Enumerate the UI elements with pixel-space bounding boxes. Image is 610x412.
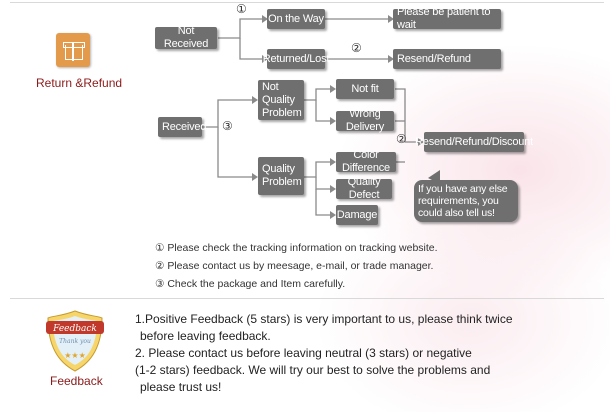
resend-refund-box: Resend/Refund [393,49,501,69]
gift-box-icon [56,33,90,67]
wrong-delivery-box: Wrong Delivery [336,108,394,133]
feedback-line-4: (1-2 stars) feedback. We will try our be… [135,363,491,377]
note-1: ① Please check the tracking information … [155,242,438,254]
received-box: Received [158,117,206,137]
step-number-3: ③ [222,119,233,133]
star-icons: ★★★ [64,351,86,360]
not-fit-box: Not fit [336,79,394,99]
badge-text: Feedback [52,324,97,334]
feedback-title: Feedback [50,374,103,388]
damage-box: Damage [336,205,378,225]
note-2: ② Please contact us by meesage, e-mail, … [155,260,434,272]
feedback-line-2: before leaving feedback. [140,329,271,343]
quality-defect-box: Quality Defect [336,176,392,201]
not-quality-problem-box: Not Quality Problem [258,80,304,120]
patient-box: Please be patient to wait [393,6,501,31]
requirements-bubble: If you have any else requirements, you c… [414,180,518,222]
on-the-way-box: On the Way [267,9,325,29]
returned-lost-box: Returned/Lost [263,49,329,69]
note-3: ③ Check the package and Item carefully. [155,278,346,290]
feedback-line-1: 1.Positive Feedback (5 stars) is very im… [135,312,513,326]
step-number-1: ① [236,2,247,16]
badge-subtext: Thank you [59,338,91,345]
quality-problem-box: Quality Problem [258,157,304,195]
return-refund-title: Return &Refund [36,76,123,90]
feedback-line-5: please trust us! [140,380,222,394]
color-difference-box: Color Difference [336,149,396,174]
resend-step-number-2: ② [396,132,407,146]
feedback-line-3: 2. Please contact us before leaving neut… [135,346,472,360]
not-received-box: Not Received [155,25,217,50]
top-divider [10,2,604,3]
resend-refund-discount-box: Resend/Refund/Discount [415,132,533,152]
section-divider [10,298,604,299]
feedback-shield-icon: Feedback Thank you ★★★ [46,310,104,372]
step-number-2: ② [351,41,362,55]
